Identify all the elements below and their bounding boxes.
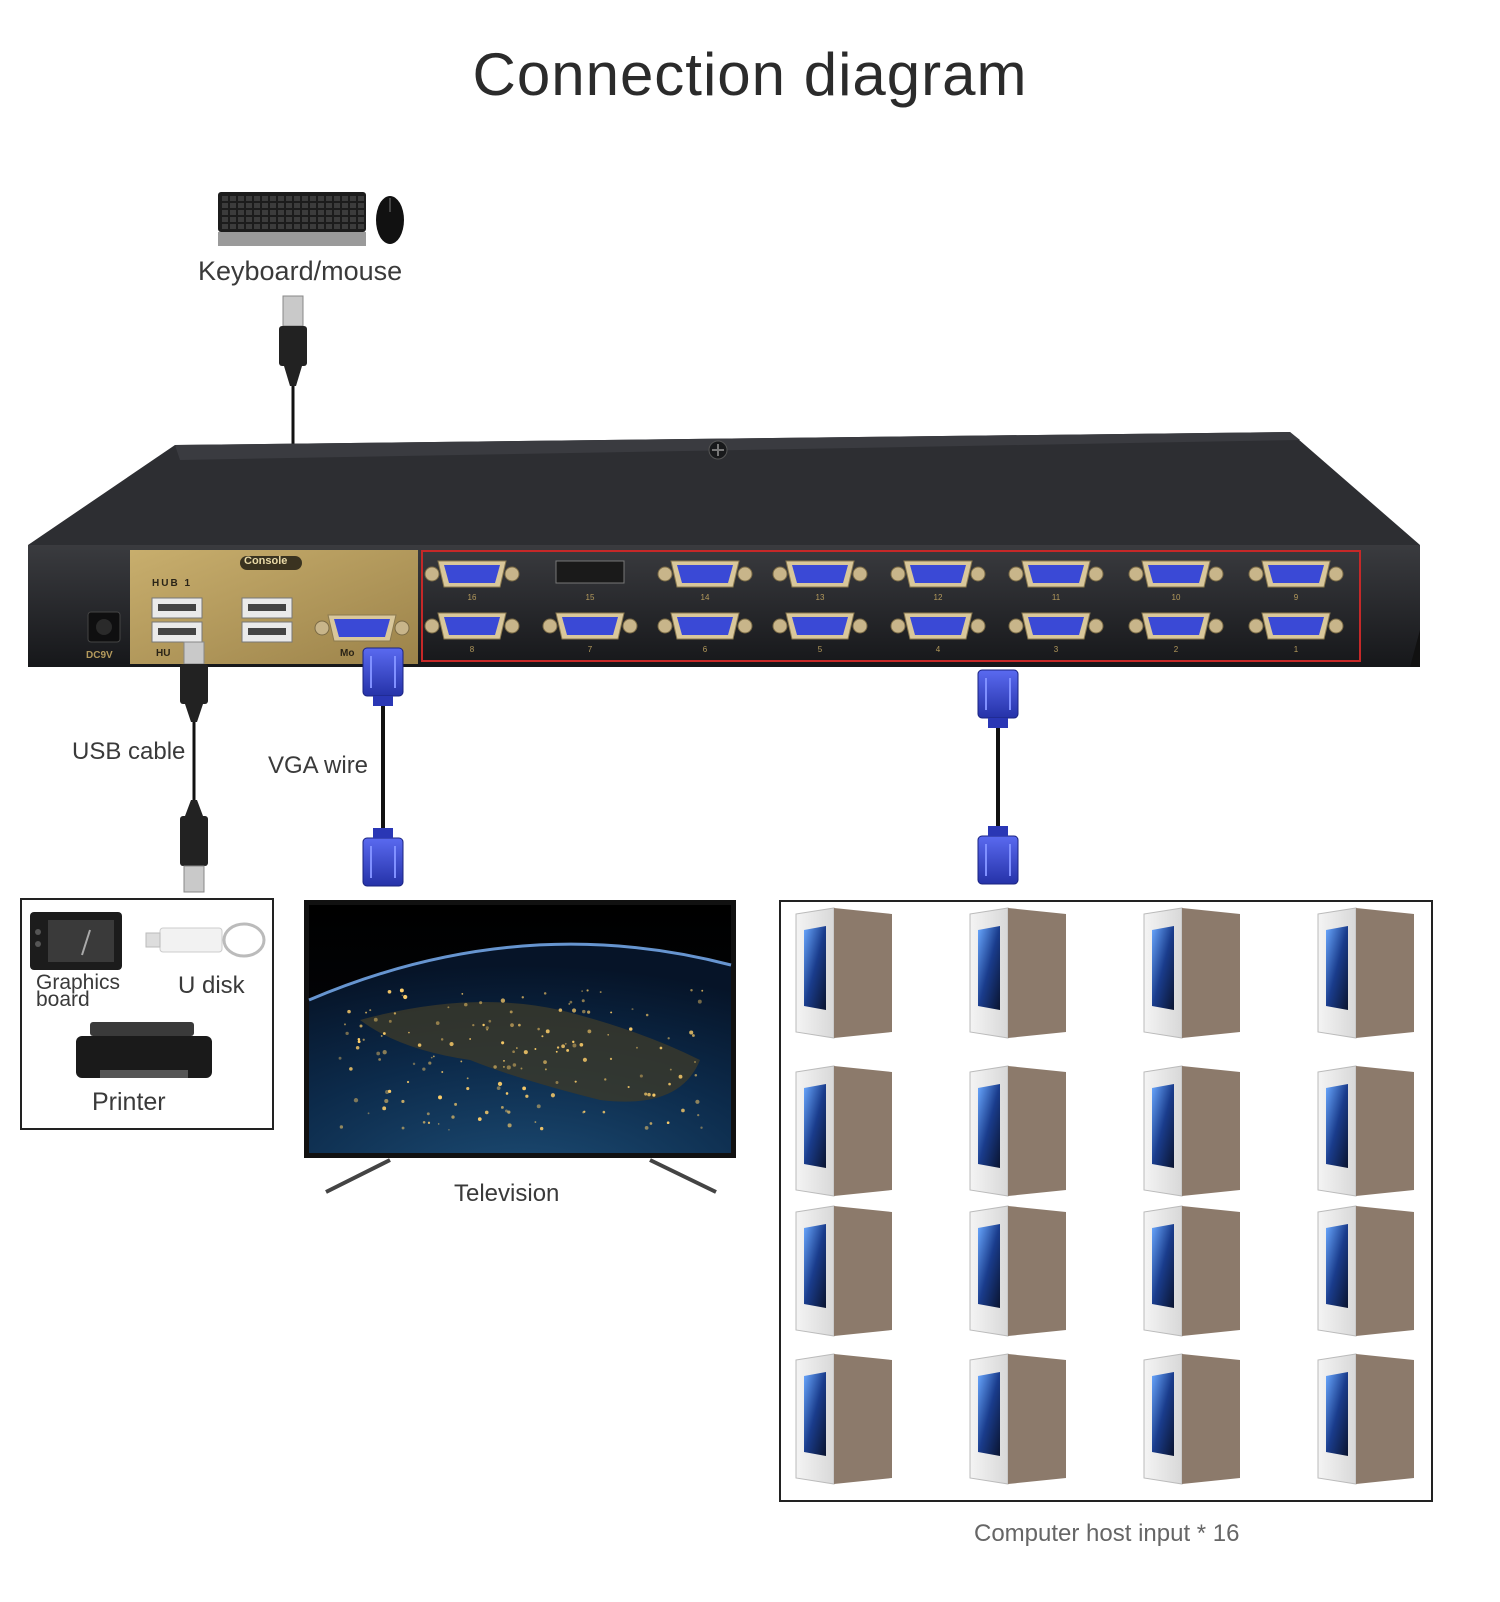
hub1-label: HUB 1 xyxy=(152,578,193,589)
port-number-label: 15 xyxy=(586,593,595,602)
console-label: Console xyxy=(244,555,288,567)
computer-vga-port-8 xyxy=(424,612,520,640)
printer-label: Printer xyxy=(92,1088,166,1116)
computer-host-icon xyxy=(1317,1205,1414,1337)
peripheral-box xyxy=(20,898,274,1130)
computer-host-icon xyxy=(969,1353,1066,1485)
keyboard-icon xyxy=(218,192,366,246)
u-disk-icon xyxy=(145,922,266,958)
computer-vga-port-5 xyxy=(772,612,868,640)
computer-vga-port-12 xyxy=(890,560,986,588)
computer-vga-port-4 xyxy=(890,612,986,640)
port-number-label: 5 xyxy=(818,645,823,654)
computer-vga-port-7 xyxy=(542,612,638,640)
port-number-label: 10 xyxy=(1172,593,1181,602)
computer-host-icon xyxy=(795,1065,892,1197)
computer-vga-port-14 xyxy=(657,560,753,588)
port-number-label: 3 xyxy=(1054,645,1059,654)
computer-host-icon xyxy=(1143,1205,1240,1337)
port-number-label: 6 xyxy=(703,645,708,654)
computer-host-icon xyxy=(795,1353,892,1485)
kvm-switch: 16 8 15 7 14 6 13 5 12 4 11 3 10 2 9 1 xyxy=(28,432,1420,667)
computer-vga-port-3 xyxy=(1008,612,1104,640)
usb-cable-label: USB cable xyxy=(72,738,186,765)
vga-wire-label: VGA wire xyxy=(268,752,369,779)
computer-vga-port-2 xyxy=(1128,612,1224,640)
computer-host-icon xyxy=(1143,1353,1240,1485)
computer-host-icon xyxy=(1317,907,1414,1039)
television-label: Television xyxy=(454,1180,560,1207)
port-number-label: 11 xyxy=(1052,593,1061,602)
computer-vga-port-6 xyxy=(657,612,753,640)
printer-icon xyxy=(76,1022,212,1078)
computer-vga-port-1 xyxy=(1248,612,1344,640)
computer-host-icon xyxy=(1143,1065,1240,1197)
computer-hosts-label: Computer host input * 16 xyxy=(974,1520,1240,1547)
port-number-label: 1 xyxy=(1294,645,1299,654)
port-number-label: 8 xyxy=(470,645,475,654)
computer-vga-port-10 xyxy=(1128,560,1224,588)
graphics-board-icon xyxy=(30,912,122,970)
computer-vga-port-13 xyxy=(772,560,868,588)
dvi-slot xyxy=(555,560,625,584)
computer-host-icon xyxy=(969,1065,1066,1197)
port-number-label: 9 xyxy=(1294,593,1299,602)
monitor-port-label: Mo xyxy=(340,648,355,659)
port-number-label: 13 xyxy=(816,593,825,602)
computer-host-icon xyxy=(1317,1353,1414,1485)
mouse-icon xyxy=(376,196,404,244)
computer-host-icon xyxy=(1143,907,1240,1039)
hub2-label: HU xyxy=(156,648,171,659)
port-number-label: 2 xyxy=(1174,645,1179,654)
computer-host-icon xyxy=(1317,1065,1414,1197)
computer-host-icon xyxy=(795,907,892,1039)
computer-box xyxy=(779,900,1433,1502)
port-number-label: 7 xyxy=(588,645,593,654)
computer-vga-port-9 xyxy=(1248,560,1344,588)
monitor-vga-port xyxy=(314,614,410,642)
computer-host-icon xyxy=(969,907,1066,1039)
port-number-label: 4 xyxy=(936,645,941,654)
computer-vga-port-16 xyxy=(424,560,520,588)
computer-host-icon xyxy=(795,1205,892,1337)
keyboard-mouse-label: Keyboard/mouse xyxy=(198,256,403,286)
computer-vga-cable xyxy=(977,669,1019,885)
television-icon xyxy=(304,900,736,1194)
page-title: Connection diagram xyxy=(472,41,1028,108)
computer-host-grid xyxy=(795,907,1414,1485)
computer-vga-port-11 xyxy=(1008,560,1104,588)
dc-label: DC9V xyxy=(86,650,113,661)
port-number-label: 16 xyxy=(468,593,477,602)
monitor-vga-cable xyxy=(362,647,404,887)
graphics-board-label: Graphics board xyxy=(36,971,121,1011)
port-number-label: 12 xyxy=(934,593,943,602)
computer-host-icon xyxy=(969,1205,1066,1337)
peripheral-usb-cable xyxy=(180,641,208,893)
port-number-label: 14 xyxy=(701,593,710,602)
u-disk-label: U disk xyxy=(178,972,245,999)
